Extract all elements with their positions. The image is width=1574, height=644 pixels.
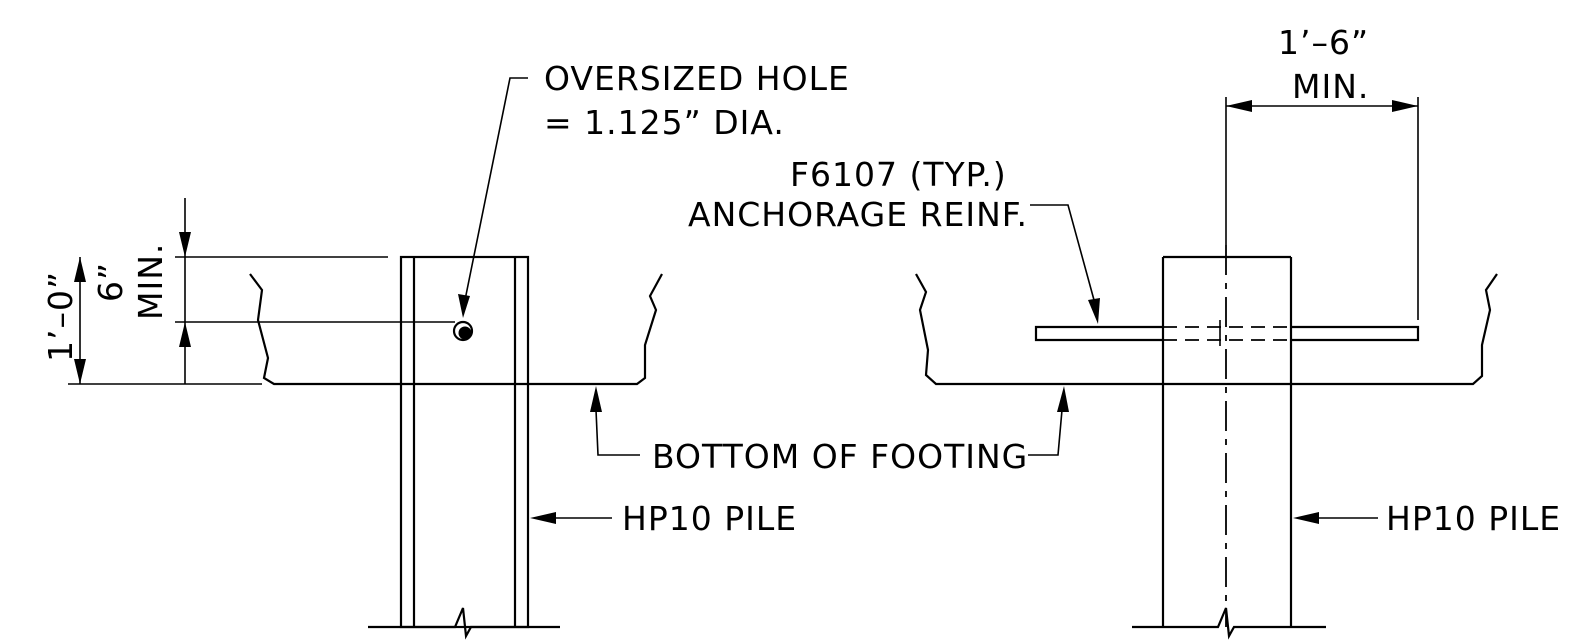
anchorage-typ-label: F6107 (TYP.) xyxy=(790,155,1007,194)
anchorage-reinf-bar xyxy=(1034,320,1420,346)
right-pile-leader xyxy=(1293,512,1378,524)
oversized-hole-label: OVERSIZED HOLE xyxy=(544,59,850,98)
dim-1ft-6in-min-label: MIN. xyxy=(1292,67,1369,106)
oversized-hole-dia-label: = 1.125” DIA. xyxy=(544,103,785,142)
right-footing-outline xyxy=(915,273,1498,386)
anchorage-reinf-label: ANCHORAGE REINF. xyxy=(688,195,1028,234)
hp10-pile-right-label: HP10 PILE xyxy=(1386,499,1561,538)
oversized-hole-icon xyxy=(452,320,474,342)
bottom-of-footing-leaders xyxy=(590,386,1069,456)
dim-6in-label: 6” xyxy=(91,262,130,302)
oversized-hole-leader xyxy=(458,77,528,318)
dim-1ft-0in xyxy=(74,257,86,384)
left-footing-outline xyxy=(249,273,663,386)
dim-6in-min-label: MIN. xyxy=(131,243,170,320)
right-hp10-pile xyxy=(1132,255,1326,640)
right-detail: 1’–6” MIN. F6107 (TYP.) ANCHORAGE REINF.… xyxy=(688,23,1561,640)
dim-6in-min xyxy=(179,198,191,384)
dim-1ft-0in-label: 1’–0” xyxy=(41,271,80,362)
dim-1ft-6in-label: 1’–6” xyxy=(1278,23,1369,62)
dim-1ft-6in-min xyxy=(1226,97,1419,320)
left-pile-leader xyxy=(530,512,612,524)
left-detail: 1’–0” 6” MIN. OVERSIZED HOLE = 1.125” DI… xyxy=(41,59,850,640)
bottom-of-footing-label: BOTTOM OF FOOTING xyxy=(652,437,1028,476)
hp10-pile-left-label: HP10 PILE xyxy=(622,499,797,538)
anchorage-leader xyxy=(1030,204,1100,324)
left-hp10-pile xyxy=(368,255,560,640)
